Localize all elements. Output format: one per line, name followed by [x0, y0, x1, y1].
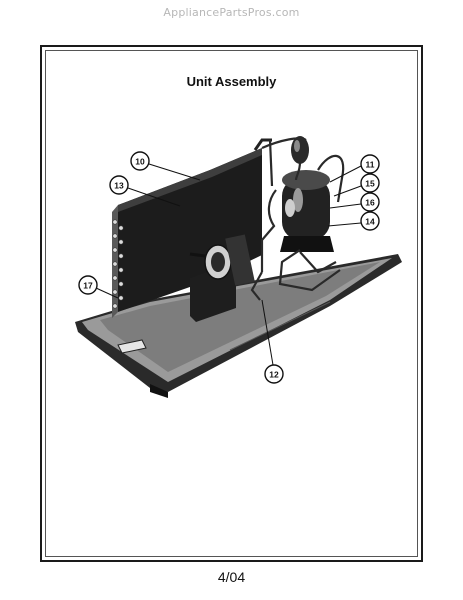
callout-16-label: 16 [365, 198, 375, 208]
callout-11-label: 11 [366, 160, 375, 170]
callout-13: 13 [109, 175, 129, 195]
callout-11: 11 [360, 154, 380, 174]
page-date: 4/04 [217, 569, 246, 585]
callout-12-label: 12 [269, 370, 279, 380]
refrigerant-tubing [250, 137, 345, 301]
callout-13-label: 13 [114, 181, 124, 191]
watermark-text: AppliancePartsPros.com [163, 6, 300, 19]
diagram-title: Unit Assembly [186, 74, 277, 89]
callout-15-label: 15 [365, 179, 375, 189]
callout-14: 14 [360, 211, 380, 231]
callout-14-label: 14 [365, 217, 375, 227]
diagram-frame [40, 45, 423, 562]
callout-16: 16 [360, 192, 380, 212]
callout-15: 15 [360, 173, 380, 193]
callout-12: 12 [264, 364, 284, 384]
callout-17-label: 17 [83, 281, 93, 291]
callout-10: 10 [130, 151, 150, 171]
compressor [280, 136, 334, 252]
callout-17: 17 [78, 275, 98, 295]
callout-10-label: 10 [135, 157, 145, 167]
leader-lines [95, 163, 362, 366]
diagram-frame-inner [45, 50, 418, 557]
fan-motor [189, 234, 255, 322]
